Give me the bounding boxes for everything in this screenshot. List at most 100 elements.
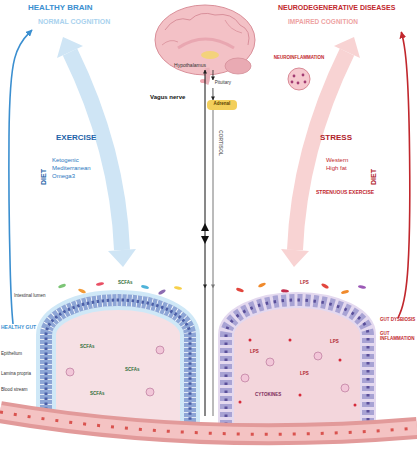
annotation-label: LPS — [300, 281, 309, 286]
inflammatory-particle — [289, 339, 292, 342]
annotation-label: SCFAs — [80, 345, 95, 350]
region-label: Hypothalamus — [165, 63, 215, 69]
state-label: NORMAL COGNITION — [38, 18, 110, 26]
microglia-cell — [291, 81, 294, 84]
brainstem — [206, 68, 208, 84]
annotation-label: LPS — [250, 350, 259, 355]
gland-label: Pituitary — [209, 81, 237, 86]
bacterium — [258, 282, 267, 288]
microglia-cell — [302, 74, 305, 77]
red-blood-cells — [0, 412, 417, 434]
immune-cell — [146, 388, 154, 396]
gland-label: Adrenal — [207, 102, 237, 107]
edge-label: CORTISOL — [218, 130, 224, 156]
state-label: NEURODEGENERATIVE DISEASES — [278, 4, 395, 12]
inflammatory-particle — [339, 359, 342, 362]
bacterium — [58, 283, 67, 289]
tissue-circle — [288, 68, 310, 90]
adrenal-gland: Adrenal — [207, 100, 237, 110]
brain-state-box: NEURODEGENERATIVE DISEASESIMPAIRED COGNI… — [278, 2, 415, 32]
state-label: GUT INFLAMMATION — [380, 332, 416, 342]
limbic-region — [201, 51, 219, 59]
epithelium — [46, 300, 190, 425]
vessel-lumen — [0, 412, 417, 434]
bacterium — [78, 288, 87, 294]
cell-nuclei — [46, 300, 190, 425]
annotation-label: SCFAs — [118, 281, 133, 286]
bacterium — [236, 287, 245, 293]
annotation-label: Ketogenic — [52, 157, 79, 164]
connector — [205, 70, 206, 288]
mucus-layer — [226, 300, 368, 425]
microglia-cell — [297, 82, 300, 85]
layer-label: Blood stream — [1, 388, 28, 393]
inflammation-drawing — [268, 56, 330, 92]
nerve-wires — [201, 223, 213, 416]
state-label: GUT DYSBIOSIS — [380, 318, 416, 323]
immune-cell — [241, 374, 249, 382]
connector — [398, 32, 410, 318]
annotation-label: DIET — [40, 169, 48, 185]
annotation-label: SCFAs — [125, 368, 140, 373]
immune-cell — [66, 368, 74, 376]
brain-region: Hypothalamus — [165, 62, 215, 70]
annotation-label: EXERCISE — [56, 134, 96, 143]
brain-gyri — [162, 20, 242, 45]
gut-state-box: GUT DYSBIOSIS GUT INFLAMMATION — [380, 318, 416, 364]
gland-box: Pituitary — [209, 80, 237, 88]
cell-borders — [46, 300, 190, 425]
gut-section: Intestinal lumenEpitheliumLamina propria… — [0, 288, 417, 457]
immune-cell — [156, 346, 164, 354]
vessel-wall — [0, 412, 417, 434]
annotation-label: LPS — [330, 340, 339, 345]
annotation-label: STRENUOUS EXERCISE — [316, 190, 374, 196]
pathway-head — [108, 249, 136, 267]
leaky-epithelium — [226, 300, 368, 425]
inflammatory-particle — [299, 394, 302, 397]
immune-cell — [266, 358, 274, 366]
pathway-head — [334, 37, 360, 58]
bacterium — [341, 289, 350, 294]
annotation-label: CYTOKINES — [255, 393, 281, 398]
bacterium — [358, 285, 366, 290]
disease-pathway-arrow — [281, 37, 360, 267]
connector — [213, 110, 214, 288]
microglia-cell — [304, 81, 307, 84]
brain-state-box: HEALTHY BRAINNORMAL COGNITION — [20, 2, 140, 30]
pathway-head — [281, 249, 309, 267]
immune-cell — [314, 352, 322, 360]
layer-label: Lamina propria — [1, 372, 31, 377]
region-label: NEUROINFLAMMATION — [268, 56, 330, 61]
lamina-propria — [46, 300, 190, 425]
microglia-cell — [293, 75, 296, 78]
cortisol-wire — [213, 288, 214, 416]
blood-vessel — [0, 412, 417, 434]
layer-label: Intestinal lumen — [14, 294, 46, 299]
bacterium — [158, 289, 167, 296]
annotation-label: Mediterranean — [52, 165, 91, 172]
bacterium — [174, 286, 182, 291]
state-label: HEALTHY GUT — [1, 325, 36, 331]
cerebellum — [225, 58, 251, 74]
lamina-propria — [226, 300, 368, 425]
bacterium — [96, 282, 104, 287]
gut-state-box: HEALTHY GUT — [1, 324, 41, 332]
annotation-label: High fat — [326, 165, 347, 172]
pathway-band — [70, 52, 122, 250]
mucus-layer — [46, 300, 190, 425]
vagus-wire — [205, 288, 206, 416]
healthy-villus — [46, 300, 190, 425]
inflamed-villus — [226, 300, 368, 425]
immune-cell — [341, 384, 349, 392]
connector — [9, 30, 32, 324]
annotation-label: LPS — [300, 372, 309, 377]
bacterium — [141, 284, 150, 289]
brain-shape — [155, 5, 255, 75]
edge-label: Vagus nerve — [150, 94, 185, 101]
inflammatory-particle — [239, 401, 242, 404]
